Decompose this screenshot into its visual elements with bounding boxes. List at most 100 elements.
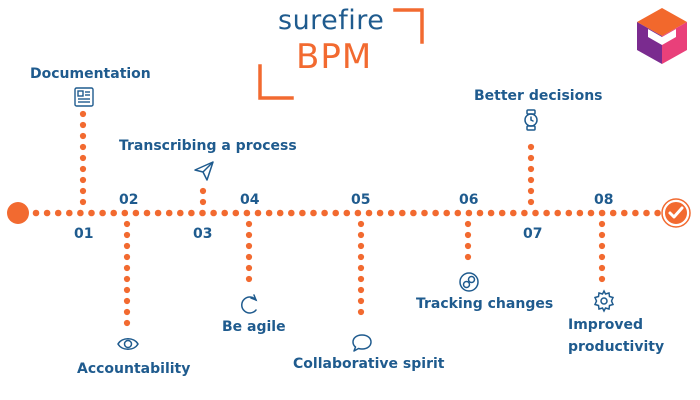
milestone-number-05: 05 — [351, 192, 371, 208]
dot — [199, 187, 207, 195]
dot — [54, 209, 62, 217]
dot — [421, 209, 428, 217]
dot — [123, 286, 131, 294]
dot — [510, 209, 517, 217]
dot — [123, 319, 131, 327]
dot — [245, 242, 253, 250]
dot — [123, 275, 131, 283]
milestone-label-02: Accountability — [77, 361, 191, 377]
document-icon — [74, 87, 94, 107]
milestone-connectors — [79, 110, 606, 327]
milestone-label-01: Documentation — [30, 66, 151, 82]
dot — [498, 209, 506, 217]
dot — [387, 209, 395, 217]
milestone-label-07: Better decisions — [474, 88, 603, 104]
milestone-label-06: Tracking changes — [416, 296, 554, 312]
dot — [188, 209, 195, 217]
milestone-label-08-line2: productivity — [568, 339, 665, 355]
dot — [79, 176, 87, 184]
dot — [143, 209, 151, 217]
dot — [177, 209, 184, 217]
milestone-number-01: 01 — [74, 226, 94, 242]
dot — [210, 209, 217, 217]
dot — [245, 253, 253, 261]
dot — [576, 209, 584, 217]
dot — [410, 209, 417, 217]
dot — [288, 209, 295, 217]
rotate-arrow-icon — [241, 294, 258, 314]
dot — [243, 209, 251, 217]
logo-bpm: BPM — [296, 37, 373, 77]
dot — [432, 209, 439, 217]
dot — [79, 110, 87, 118]
dot — [77, 209, 84, 217]
dot — [332, 209, 340, 217]
dot — [245, 220, 253, 228]
dot — [399, 209, 406, 217]
dot — [66, 209, 73, 217]
dot — [654, 209, 661, 217]
dot — [165, 209, 173, 217]
dot — [276, 209, 284, 217]
dot — [464, 220, 472, 228]
dot — [357, 253, 365, 261]
dot — [254, 209, 262, 217]
dot — [443, 209, 451, 217]
dot — [132, 209, 140, 217]
dot — [476, 209, 484, 217]
dot — [79, 165, 87, 173]
dot — [598, 253, 606, 261]
dot — [299, 209, 306, 217]
milestone-label-03: Transcribing a process — [119, 138, 297, 154]
dot — [245, 231, 253, 239]
dot — [32, 209, 40, 217]
milestone-number-04: 04 — [240, 192, 260, 208]
dot — [99, 209, 106, 217]
dot — [376, 209, 384, 217]
dot — [598, 220, 606, 228]
dot — [354, 209, 362, 217]
wristwatch-icon — [524, 109, 538, 131]
dot — [464, 242, 472, 250]
gear-icon — [593, 289, 615, 313]
dot — [598, 209, 606, 217]
dot — [357, 308, 365, 316]
start-marker — [7, 202, 29, 224]
dot — [527, 187, 535, 195]
dot — [43, 209, 51, 217]
dot — [321, 209, 328, 217]
dot — [79, 187, 87, 195]
dot — [643, 209, 650, 217]
dot — [365, 209, 373, 217]
dot — [357, 220, 365, 228]
dot — [221, 209, 228, 217]
dot — [245, 275, 253, 283]
dot — [598, 275, 606, 283]
milestone-label-04: Be agile — [222, 319, 286, 335]
milestone-number-02: 02 — [119, 192, 139, 208]
brand-cube-logo — [637, 8, 687, 64]
dot — [527, 176, 535, 184]
dot — [621, 209, 628, 217]
dot — [123, 264, 131, 272]
checkmark-icon — [661, 198, 691, 228]
dot — [265, 209, 273, 217]
dot — [527, 143, 535, 151]
dot — [357, 297, 365, 305]
dot — [465, 209, 473, 217]
dot — [123, 242, 131, 250]
eye-icon — [117, 338, 139, 350]
dot — [632, 209, 639, 217]
dot — [609, 209, 617, 217]
milestone-number-03: 03 — [193, 226, 213, 242]
dot — [123, 308, 131, 316]
link-cycle-icon — [459, 272, 479, 292]
dot — [123, 253, 131, 261]
dot — [357, 275, 365, 283]
dot — [79, 132, 87, 140]
dot — [587, 209, 595, 217]
dot — [199, 209, 206, 217]
dot — [532, 209, 539, 217]
dot — [154, 209, 162, 217]
logo-brackets — [258, 8, 424, 100]
